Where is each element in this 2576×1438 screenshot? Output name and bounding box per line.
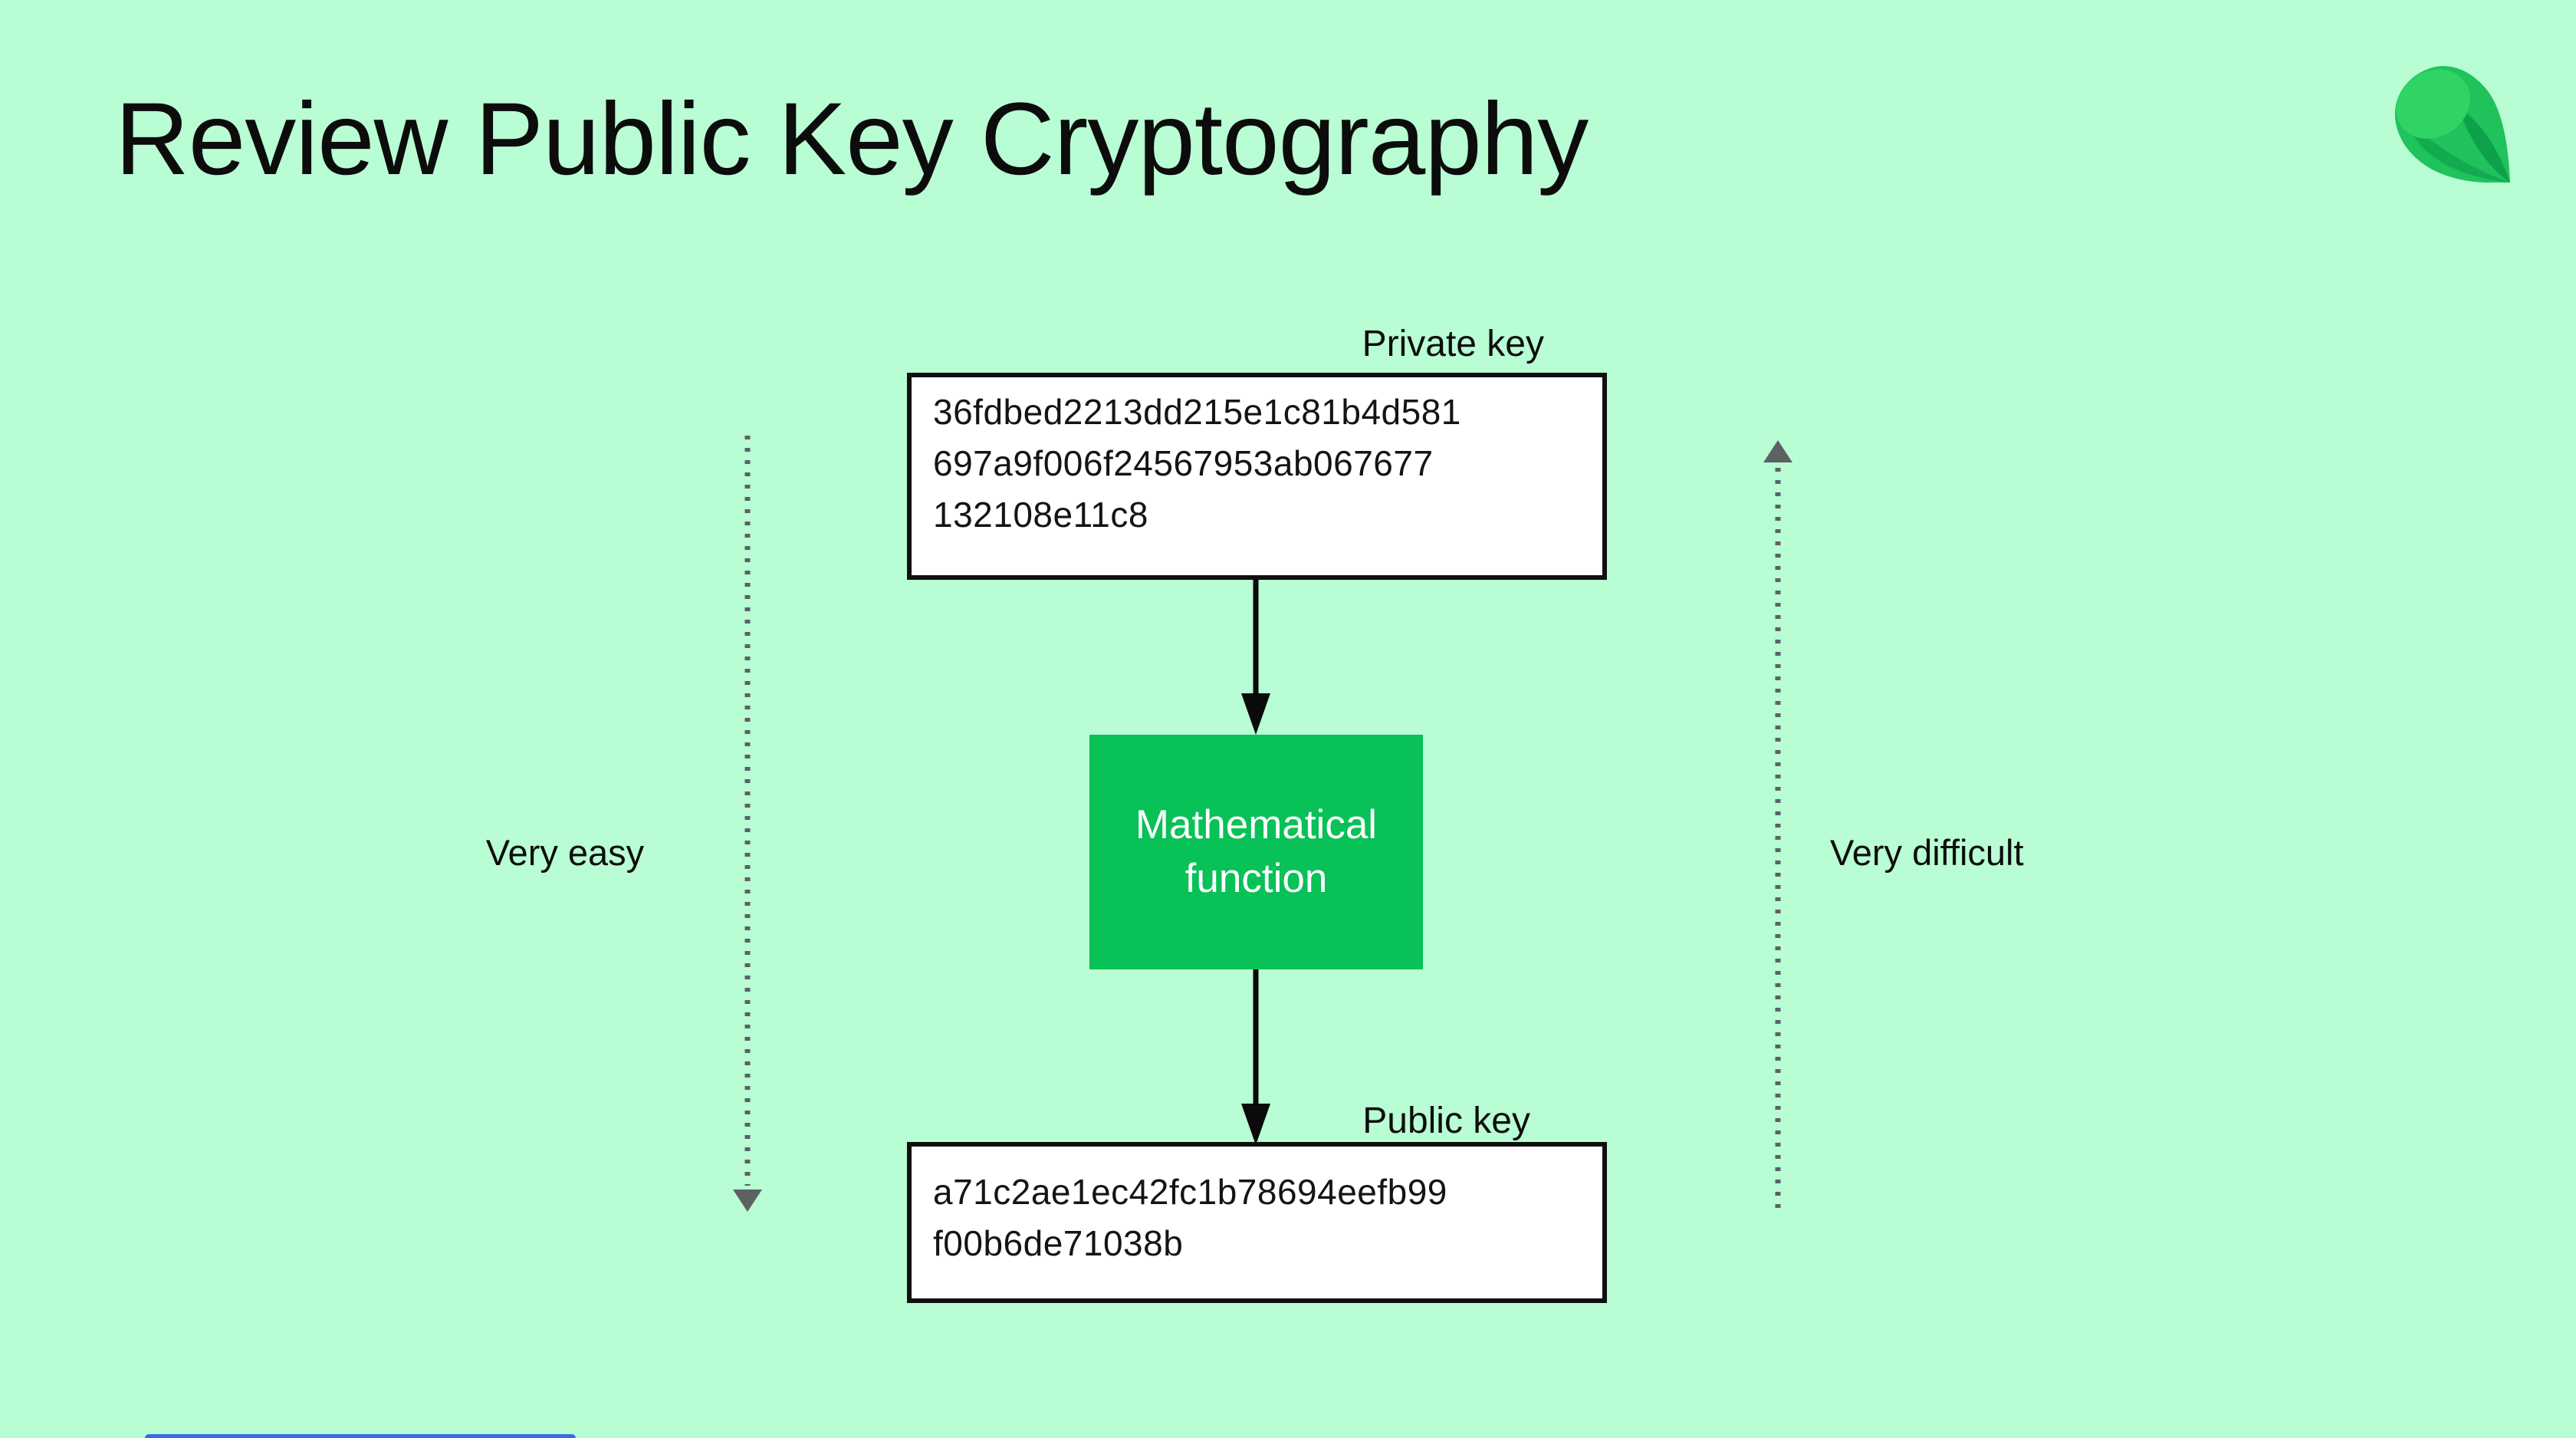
public-key-value-line: f00b6de71038b	[933, 1223, 1184, 1263]
public-key-value-line: a71c2ae1ec42fc1b78694eefb99	[933, 1172, 1447, 1212]
function-box-label-line2: function	[1184, 856, 1328, 901]
very-difficult-label: Very difficult	[1830, 832, 2024, 873]
next-slide-peek	[145, 1434, 576, 1438]
private-key-value-line: 132108e11c8	[933, 495, 1148, 535]
dotted-line	[1775, 468, 1781, 1210]
arrow-shaft	[1253, 580, 1259, 703]
arrow-function-to-public	[1240, 969, 1271, 1145]
dotted-arrow-very-difficult	[1763, 440, 1793, 1212]
private-key-value-line: 697a9f006f24567953ab067677	[933, 443, 1434, 483]
private-key-label: Private key	[1362, 324, 1544, 364]
slide-title: Review Public Key Cryptography	[115, 82, 1589, 196]
emerald-gem-logo-icon	[2390, 64, 2513, 183]
triangle-down-icon	[733, 1190, 762, 1212]
private-key-value-line: 36fdbed2213dd215e1c81b4d581	[933, 392, 1461, 432]
dotted-line	[744, 436, 751, 1186]
mathematical-function-box: Mathematical function	[1089, 735, 1423, 969]
arrow-down-head-icon	[1241, 693, 1270, 735]
private-key-box: 36fdbed2213dd215e1c81b4d581 697a9f006f24…	[907, 373, 1607, 580]
public-key-label: Public key	[1362, 1101, 1530, 1141]
dotted-arrow-very-easy	[732, 436, 763, 1212]
arrow-shaft	[1253, 969, 1259, 1112]
arrow-private-to-function	[1240, 580, 1271, 735]
arrow-down-head-icon	[1241, 1104, 1270, 1145]
public-key-box: a71c2ae1ec42fc1b78694eefb99 f00b6de71038…	[907, 1142, 1607, 1303]
function-box-label-line1: Mathematical	[1135, 802, 1378, 847]
triangle-up-icon	[1763, 440, 1792, 462]
very-easy-label: Very easy	[485, 832, 645, 873]
